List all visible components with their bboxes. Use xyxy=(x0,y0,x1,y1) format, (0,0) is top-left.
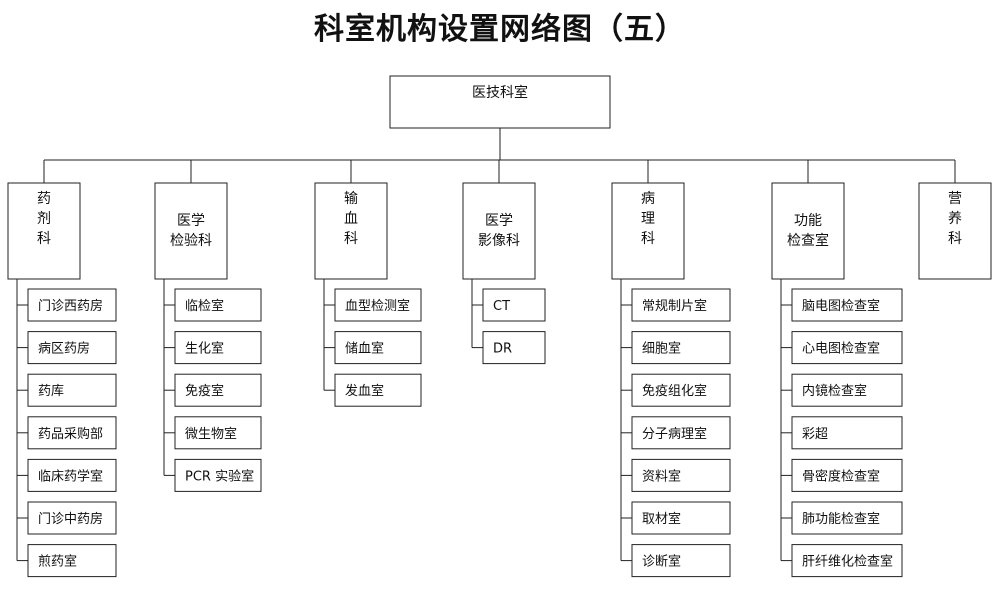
sub-unit-box[interactable] xyxy=(27,416,117,450)
sub-unit-label: 微生物室 xyxy=(185,426,237,442)
department-label: 检查室 xyxy=(787,232,829,249)
sub-unit-label: 肺功能检查室 xyxy=(802,511,880,527)
sub-unit-box[interactable] xyxy=(174,458,262,492)
department-label: 医学 xyxy=(485,213,513,229)
sub-unit-box[interactable] xyxy=(174,288,262,322)
department-box[interactable] xyxy=(314,182,388,280)
sub-unit-box[interactable] xyxy=(631,331,731,365)
department-box[interactable] xyxy=(7,182,81,280)
root-box[interactable] xyxy=(389,75,611,129)
sub-unit-box[interactable] xyxy=(791,544,903,578)
sub-unit-box[interactable] xyxy=(174,416,262,450)
sub-unit-label: 内镜检查室 xyxy=(802,383,867,399)
sub-unit-box[interactable] xyxy=(334,331,422,365)
sub-unit-box[interactable] xyxy=(27,544,117,578)
sub-unit-box[interactable] xyxy=(27,373,117,407)
department-label: 影像科 xyxy=(478,233,520,249)
sub-unit-label: 门诊西药房 xyxy=(38,298,103,314)
department-label: 检验科 xyxy=(170,233,212,249)
department-label: 理 xyxy=(641,211,655,227)
department-label: 病 xyxy=(641,191,655,207)
sub-unit-box[interactable] xyxy=(791,501,903,535)
diagram-title: 科室机构设置网络图（五） xyxy=(314,12,686,47)
sub-unit-box[interactable] xyxy=(27,501,117,535)
department-label: 养 xyxy=(948,211,962,227)
department-label: 科 xyxy=(641,231,655,247)
sub-unit-box[interactable] xyxy=(631,501,731,535)
sub-unit-label: 分子病理室 xyxy=(642,426,707,442)
sub-unit-label: 取材室 xyxy=(642,511,681,527)
department-label: 科 xyxy=(344,231,358,247)
sub-unit-label: 发血室 xyxy=(345,383,384,399)
sub-unit-box[interactable] xyxy=(631,416,731,450)
department-label: 功能 xyxy=(794,213,822,229)
department-box[interactable] xyxy=(154,182,228,280)
sub-unit-label: 肝纤维化检查室 xyxy=(802,554,893,570)
department-label: 剂 xyxy=(37,211,51,227)
department-label: 营 xyxy=(948,191,962,207)
sub-unit-box[interactable] xyxy=(631,458,731,492)
sub-unit-box[interactable] xyxy=(27,331,117,365)
department-label: 科 xyxy=(37,231,51,247)
sub-unit-box[interactable] xyxy=(174,331,262,365)
sub-unit-box[interactable] xyxy=(334,288,422,322)
sub-unit-box[interactable] xyxy=(791,288,903,322)
sub-unit-label: 细胞室 xyxy=(642,341,681,357)
sub-unit-box[interactable] xyxy=(631,288,731,322)
sub-unit-box[interactable] xyxy=(482,288,546,322)
sub-unit-label: 彩超 xyxy=(802,427,828,442)
sub-unit-label: 储血室 xyxy=(345,341,384,357)
sub-unit-label: 药库 xyxy=(38,383,64,399)
sub-unit-label: 诊断室 xyxy=(642,554,681,570)
department-box[interactable] xyxy=(771,182,845,280)
department-label: 输 xyxy=(344,191,358,207)
sub-unit-box[interactable] xyxy=(174,373,262,407)
department-label: 医学 xyxy=(177,213,205,229)
department-label: 科 xyxy=(948,231,962,247)
department-box[interactable] xyxy=(611,182,685,280)
sub-unit-box[interactable] xyxy=(27,458,117,492)
sub-unit-label: 煎药室 xyxy=(38,554,77,570)
sub-unit-label: 骨密度检查室 xyxy=(802,468,880,484)
sub-unit-label: 免疫组化室 xyxy=(642,383,707,399)
sub-unit-label: 免疫室 xyxy=(185,383,224,399)
department-box[interactable] xyxy=(918,182,992,280)
sub-unit-box[interactable] xyxy=(631,373,731,407)
root-label: 医技科室 xyxy=(472,84,528,101)
sub-unit-box[interactable] xyxy=(791,331,903,365)
sub-unit-label: 临床药学室 xyxy=(38,468,103,484)
sub-unit-label: 生化室 xyxy=(185,341,224,357)
sub-unit-label: 药品采购部 xyxy=(38,426,103,442)
sub-unit-label: 脑电图检查室 xyxy=(802,298,880,314)
sub-unit-label: DR xyxy=(493,342,512,357)
department-box[interactable] xyxy=(462,182,536,280)
sub-unit-box[interactable] xyxy=(631,544,731,578)
department-label: 血 xyxy=(344,211,358,227)
sub-unit-label: 病区药房 xyxy=(38,341,90,357)
sub-unit-label: 门诊中药房 xyxy=(38,511,103,527)
sub-unit-box[interactable] xyxy=(791,373,903,407)
sub-unit-box[interactable] xyxy=(791,458,903,492)
sub-unit-box[interactable] xyxy=(791,416,903,450)
sub-unit-label: 资料室 xyxy=(642,468,681,484)
sub-unit-label: 血型检测室 xyxy=(345,298,410,314)
sub-unit-box[interactable] xyxy=(334,373,422,407)
sub-unit-label: CT xyxy=(493,299,510,314)
department-label: 药 xyxy=(37,191,51,207)
sub-unit-label: 常规制片室 xyxy=(642,298,707,314)
sub-unit-box[interactable] xyxy=(27,288,117,322)
sub-unit-box[interactable] xyxy=(482,331,546,365)
sub-unit-label: 临检室 xyxy=(185,298,224,314)
sub-unit-label: 心电图检查室 xyxy=(802,341,880,357)
sub-unit-label: PCR 实验室 xyxy=(185,468,254,484)
